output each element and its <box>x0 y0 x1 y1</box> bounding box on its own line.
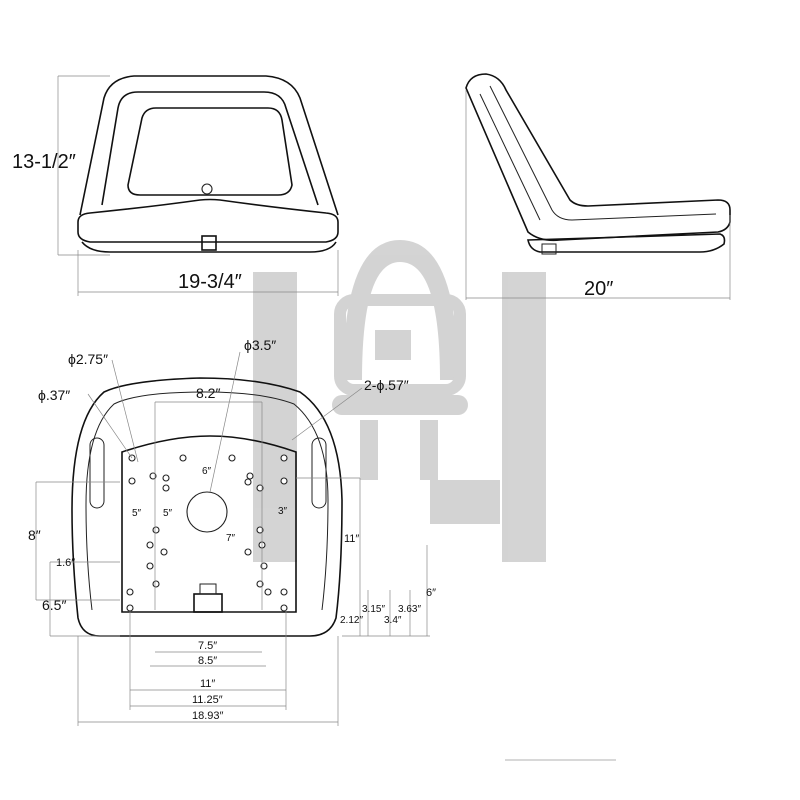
mount-hole <box>149 472 157 480</box>
front-height-label: 13-1/2″ <box>12 151 76 173</box>
seat-logo-watermark <box>253 240 546 562</box>
latch-block <box>193 593 223 613</box>
front-cushion <box>77 198 339 243</box>
right-11-label: 11″ <box>344 533 359 545</box>
front-width-label: 19-3/4″ <box>178 271 242 293</box>
center-7-label: 7″ <box>226 533 236 544</box>
front-cushion-base <box>81 241 337 253</box>
bottom-1125-label: 11.25″ <box>192 694 223 706</box>
mount-hole <box>256 580 264 588</box>
mount-hole <box>146 562 154 570</box>
hole-large-label: ϕ2.75″ <box>68 351 108 367</box>
right-3-label: 3″ <box>278 506 288 517</box>
mount-hole <box>126 588 134 596</box>
side-base <box>527 233 726 253</box>
mount-hole <box>179 454 187 462</box>
hole-slots-label: 2-ϕ.57″ <box>364 377 409 393</box>
right-363-label: 3.63″ <box>398 604 421 615</box>
bottom-seat-outline <box>71 377 343 637</box>
mount-hole <box>280 588 288 596</box>
mount-hole <box>280 604 288 612</box>
mount-hole <box>280 477 288 485</box>
right-315-label: 3.15″ <box>362 604 385 615</box>
span-82-label: 8.2″ <box>196 385 220 401</box>
right-6-label: 6″ <box>426 587 436 599</box>
dim-6-inner-label: 6″ <box>202 466 212 477</box>
mount-hole <box>162 474 170 482</box>
left-16-label: 1.6″ <box>56 557 75 569</box>
mount-hole <box>160 548 168 556</box>
front-view: 13-1/2″ 19-3/4″ <box>12 75 339 296</box>
left-5a-label: 5″ <box>132 508 142 519</box>
center-hole <box>186 491 228 533</box>
mount-hole <box>152 580 160 588</box>
hole-center-label: ϕ3.5″ <box>244 337 276 353</box>
mount-hole <box>162 484 170 492</box>
front-window <box>127 107 293 196</box>
mount-hole <box>246 472 254 480</box>
mount-hole <box>146 541 154 549</box>
left-65-label: 6.5″ <box>42 597 66 613</box>
bottom-11-label: 11″ <box>200 678 215 690</box>
right-handle-slot <box>311 437 327 509</box>
front-backrest-inner <box>101 91 319 206</box>
bottom-85-label: 8.5″ <box>198 655 217 667</box>
bottom-75-label: 7.5″ <box>198 640 217 652</box>
mount-hole <box>152 526 160 534</box>
bottom-view: ϕ2.75″ ϕ.37″ ϕ3.5″ 2-ϕ.57″ 8.2″ 6″ 5″ 5″… <box>28 337 436 726</box>
mount-hole <box>280 454 288 462</box>
mount-hole <box>256 484 264 492</box>
mount-hole <box>228 454 236 462</box>
left-8-label: 8″ <box>28 527 41 543</box>
bottom-mounting-plate <box>121 435 297 613</box>
mount-hole <box>244 548 252 556</box>
mount-hole <box>264 588 272 596</box>
side-backrest <box>465 73 731 242</box>
side-view: 20″ <box>465 73 731 300</box>
bottom-1893-label: 18.93″ <box>192 710 224 722</box>
right-212-label: 2.12″ <box>340 615 363 626</box>
side-depth-label: 20″ <box>584 278 613 300</box>
mount-holes <box>126 454 288 612</box>
mount-hole <box>244 478 252 486</box>
mount-hole <box>260 562 268 570</box>
hole-small-label: ϕ.37″ <box>38 387 70 403</box>
front-handle-hole <box>201 183 213 195</box>
left-handle-slot <box>89 437 105 509</box>
front-latch <box>201 235 217 251</box>
front-backrest-outline <box>79 75 339 216</box>
mount-hole <box>256 526 264 534</box>
mount-hole <box>128 477 136 485</box>
right-34-label: 3.4″ <box>384 615 402 626</box>
left-5b-label: 5″ <box>163 508 173 519</box>
